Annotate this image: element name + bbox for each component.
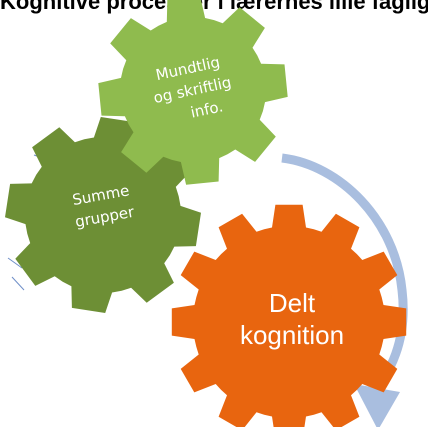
- gear-delt-kognition: [171, 204, 407, 427]
- gear-big-line-2: kognition: [240, 320, 344, 350]
- gear-big-line-1: Delt: [269, 288, 316, 318]
- page-heading: Kognitive processer i lærernes lille fag…: [0, 0, 428, 14]
- gear-mundtlig-info: [98, 0, 288, 185]
